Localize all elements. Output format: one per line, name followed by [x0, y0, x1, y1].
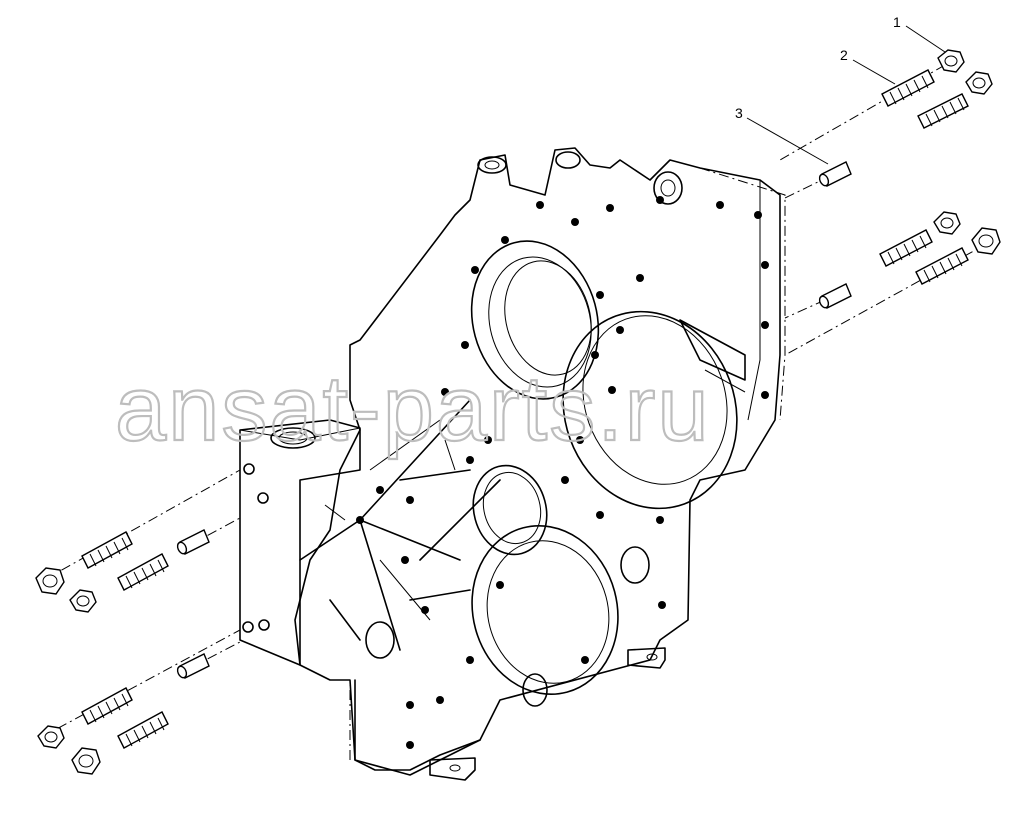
stud-icon [881, 69, 935, 107]
callout-2: 2 [840, 47, 896, 85]
nut-icon [37, 725, 65, 749]
nut-icon [965, 71, 993, 95]
stud-icon [879, 229, 933, 267]
callout-3-label: 3 [735, 105, 743, 121]
stud-icon [117, 553, 169, 591]
nut-icon [35, 567, 65, 595]
stud-icon [917, 93, 969, 129]
callout-2-label: 2 [840, 47, 848, 63]
dowel-pin-icon [176, 529, 210, 555]
callout-1: 1 [893, 14, 946, 53]
dowel-pin-icon [818, 161, 852, 187]
watermark: ansat-parts.ru [115, 358, 711, 460]
nut-icon [71, 747, 101, 775]
timing-gear-housing [239, 147, 786, 781]
hardware-left [35, 529, 210, 775]
stud-icon [81, 687, 133, 725]
callout-3: 3 [735, 105, 829, 165]
stud-icon [81, 531, 133, 569]
nut-icon [933, 211, 961, 235]
dowel-pin-icon [176, 653, 210, 679]
nut-icon [971, 227, 1001, 255]
nut-icon [69, 589, 97, 613]
nut-icon [937, 49, 965, 73]
stud-icon [117, 711, 169, 749]
callout-1-label: 1 [893, 14, 901, 30]
dowel-pin-icon [818, 283, 852, 309]
hardware-upper-right [818, 49, 1001, 309]
stud-icon [915, 247, 969, 285]
